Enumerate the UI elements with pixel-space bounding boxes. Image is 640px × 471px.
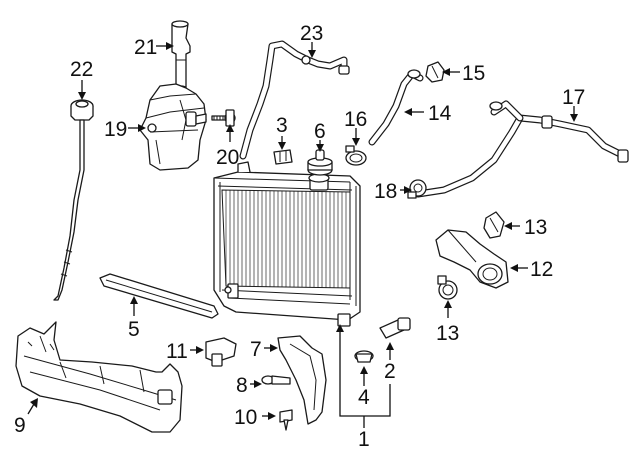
callout-19: 19 (104, 118, 127, 141)
callout-16: 16 (344, 108, 367, 131)
callout-18: 18 (374, 180, 397, 203)
push-pin-part-8 (261, 375, 291, 385)
callout-2: 2 (384, 360, 396, 383)
callout-10: 10 (234, 406, 257, 429)
callout-9: 9 (14, 414, 26, 437)
rivet-part-10 (279, 409, 293, 431)
clamp-part-18 (407, 179, 427, 199)
clamp-part-15 (425, 61, 445, 83)
callout-3: 3 (276, 114, 288, 137)
callout-23: 23 (300, 22, 323, 45)
clamp-part-13-lower (437, 275, 458, 300)
cap-sensor-part-22 (53, 99, 94, 301)
bolt-part-20 (211, 109, 236, 127)
callout-20: 20 (216, 146, 239, 169)
callout-labels: 21 22 19 20 23 3 6 16 14 15 17 18 13 12 … (14, 22, 585, 451)
upper-hose-part-14 (368, 69, 424, 146)
radiator-assembly (213, 161, 361, 327)
callout-13-upper: 13 (524, 216, 547, 239)
plug-part-4 (354, 350, 374, 363)
bracket-part-3 (273, 149, 293, 165)
clamp-part-13-upper (483, 211, 505, 239)
callout-7: 7 (250, 338, 262, 361)
callout-22: 22 (70, 58, 93, 81)
drain-valve-part-2 (379, 317, 411, 339)
lower-hose-part-12 (435, 229, 509, 289)
callout-17: 17 (562, 86, 585, 109)
filler-neck-part-21 (171, 20, 191, 91)
radiator-cap-part-6 (307, 149, 333, 176)
callout-4: 4 (358, 386, 370, 409)
callout-11: 11 (166, 340, 188, 363)
seal-strip-part-5 (99, 273, 219, 319)
callout-6: 6 (314, 120, 326, 143)
callout-12: 12 (530, 258, 553, 281)
clamp-part-16 (345, 145, 367, 166)
surge-tank-part-19 (139, 83, 207, 171)
lower-deflector-part-9 (15, 321, 183, 433)
callout-5: 5 (128, 318, 140, 341)
heater-hose-part-17 (414, 100, 629, 198)
leader-lines (27, 42, 578, 428)
sensor-part-11 (205, 337, 237, 367)
vent-hose-part-23 (239, 40, 350, 160)
callout-8: 8 (236, 374, 248, 397)
callout-21: 21 (134, 36, 157, 59)
callout-15: 15 (462, 62, 485, 85)
callout-13-lower: 13 (436, 322, 459, 345)
callout-14: 14 (428, 102, 452, 125)
callout-1: 1 (358, 428, 370, 451)
air-deflector-part-7 (277, 335, 327, 425)
